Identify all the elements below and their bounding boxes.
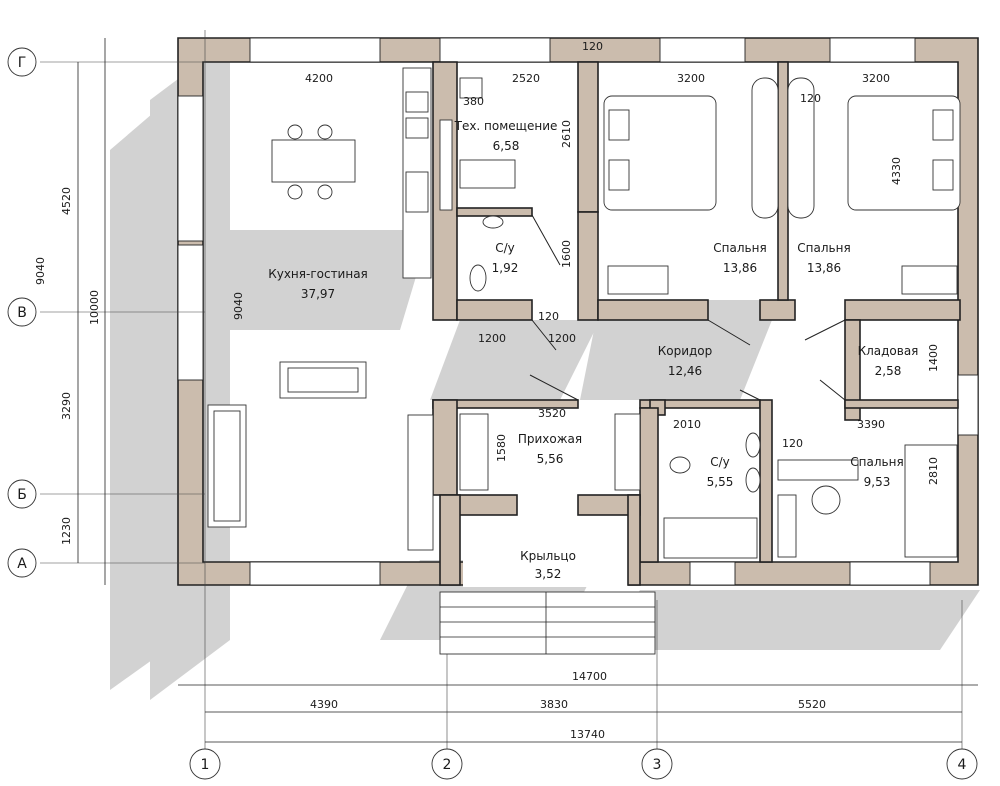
toilet bbox=[469, 264, 487, 292]
axis-grid bbox=[40, 30, 978, 760]
dim-text: 1200 bbox=[478, 332, 506, 345]
dim-text: 120 bbox=[800, 92, 821, 105]
porch-stairs bbox=[439, 591, 656, 655]
dining-table bbox=[271, 139, 356, 183]
room-area: 5,56 bbox=[537, 452, 564, 466]
room-name: Коридор bbox=[658, 344, 713, 358]
shadow-layer bbox=[110, 40, 980, 700]
room-labels: Кухня-гостиная 37,97 Тех. помещение 6,58… bbox=[268, 119, 918, 581]
room-area: 5,55 bbox=[707, 475, 734, 489]
dim-text: 1580 bbox=[495, 434, 508, 462]
chair bbox=[811, 485, 841, 515]
dim-text: 3390 bbox=[857, 418, 885, 431]
axis-letter-v: В bbox=[17, 305, 27, 321]
room-area: 2,58 bbox=[875, 364, 902, 378]
bed-1 bbox=[603, 95, 717, 211]
room-area: 13,86 bbox=[723, 261, 757, 275]
room-name: Кухня-гостиная bbox=[268, 267, 368, 281]
axis-letter-g: Г bbox=[18, 55, 27, 71]
dim-text: 1200 bbox=[548, 332, 576, 345]
room-area: 9,53 bbox=[864, 475, 891, 489]
axis-number-3: 3 bbox=[653, 757, 662, 773]
room-name: Спальня bbox=[713, 241, 766, 255]
dim-text: 2610 bbox=[560, 120, 573, 148]
room-area: 6,58 bbox=[493, 139, 520, 153]
dim-text: 5520 bbox=[798, 698, 826, 711]
room-area: 37,97 bbox=[301, 287, 335, 301]
dim-text: 120 bbox=[582, 40, 603, 53]
room-name: Крыльцо bbox=[520, 549, 576, 563]
axis-number-4: 4 bbox=[958, 757, 967, 773]
dim-text: 14700 bbox=[572, 670, 607, 683]
room-area: 1,92 bbox=[492, 261, 519, 275]
room-name: С/у bbox=[495, 241, 515, 255]
dim-text: 13740 bbox=[570, 728, 605, 741]
axis-letter-b: Б bbox=[17, 487, 27, 503]
dim-text: 3200 bbox=[677, 72, 705, 85]
dim-text: 3830 bbox=[540, 698, 568, 711]
dim-text: 1600 bbox=[560, 240, 573, 268]
dim-text: 2810 bbox=[927, 457, 940, 485]
dim-text: 4200 bbox=[305, 72, 333, 85]
axis-number-2: 2 bbox=[443, 757, 452, 773]
dim-text: 1230 bbox=[60, 517, 73, 545]
dim-text: 9040 bbox=[232, 292, 245, 320]
dim-text: 4330 bbox=[890, 157, 903, 185]
bed-2 bbox=[847, 95, 961, 211]
dim-text: 3290 bbox=[60, 392, 73, 420]
dim-text: 10000 bbox=[88, 290, 101, 325]
axis-labels-letters: Г В Б А bbox=[7, 47, 37, 578]
room-name: Прихожая bbox=[518, 432, 582, 446]
dim-text: 4390 bbox=[310, 698, 338, 711]
room-name: Тех. помещение bbox=[454, 119, 558, 133]
room-name: Спальня bbox=[850, 455, 903, 469]
axis-letter-a: А bbox=[17, 556, 27, 572]
dim-text: 3520 bbox=[538, 407, 566, 420]
dim-text: 9040 bbox=[34, 257, 47, 285]
dim-text: 1400 bbox=[927, 344, 940, 372]
dimension-labels: 120 4200 2520 3200 3200 380 2610 120 433… bbox=[34, 40, 940, 741]
room-name: Спальня bbox=[797, 241, 850, 255]
furniture bbox=[207, 67, 961, 655]
dim-text: 3200 bbox=[862, 72, 890, 85]
axis-labels-numbers: 1 2 3 4 bbox=[189, 748, 978, 780]
bathtub bbox=[663, 517, 758, 559]
room-area: 3,52 bbox=[535, 567, 562, 581]
sink bbox=[482, 215, 504, 229]
dim-text: 2520 bbox=[512, 72, 540, 85]
room-name: С/у bbox=[710, 455, 730, 469]
room-area: 12,46 bbox=[668, 364, 702, 378]
toilet-2 bbox=[669, 456, 691, 474]
outer-walls bbox=[177, 37, 979, 587]
room-area: 13,86 bbox=[807, 261, 841, 275]
dim-text: 120 bbox=[538, 310, 559, 323]
boiler bbox=[459, 159, 516, 189]
dim-text: 2010 bbox=[673, 418, 701, 431]
dim-text: 120 bbox=[782, 437, 803, 450]
dim-text: 380 bbox=[463, 95, 484, 108]
room-name: Кладовая bbox=[858, 344, 919, 358]
dim-text: 4520 bbox=[60, 187, 73, 215]
bed-3 bbox=[904, 444, 958, 558]
axis-number-1: 1 bbox=[201, 757, 210, 773]
doors bbox=[529, 214, 846, 401]
sofa bbox=[279, 361, 367, 399]
